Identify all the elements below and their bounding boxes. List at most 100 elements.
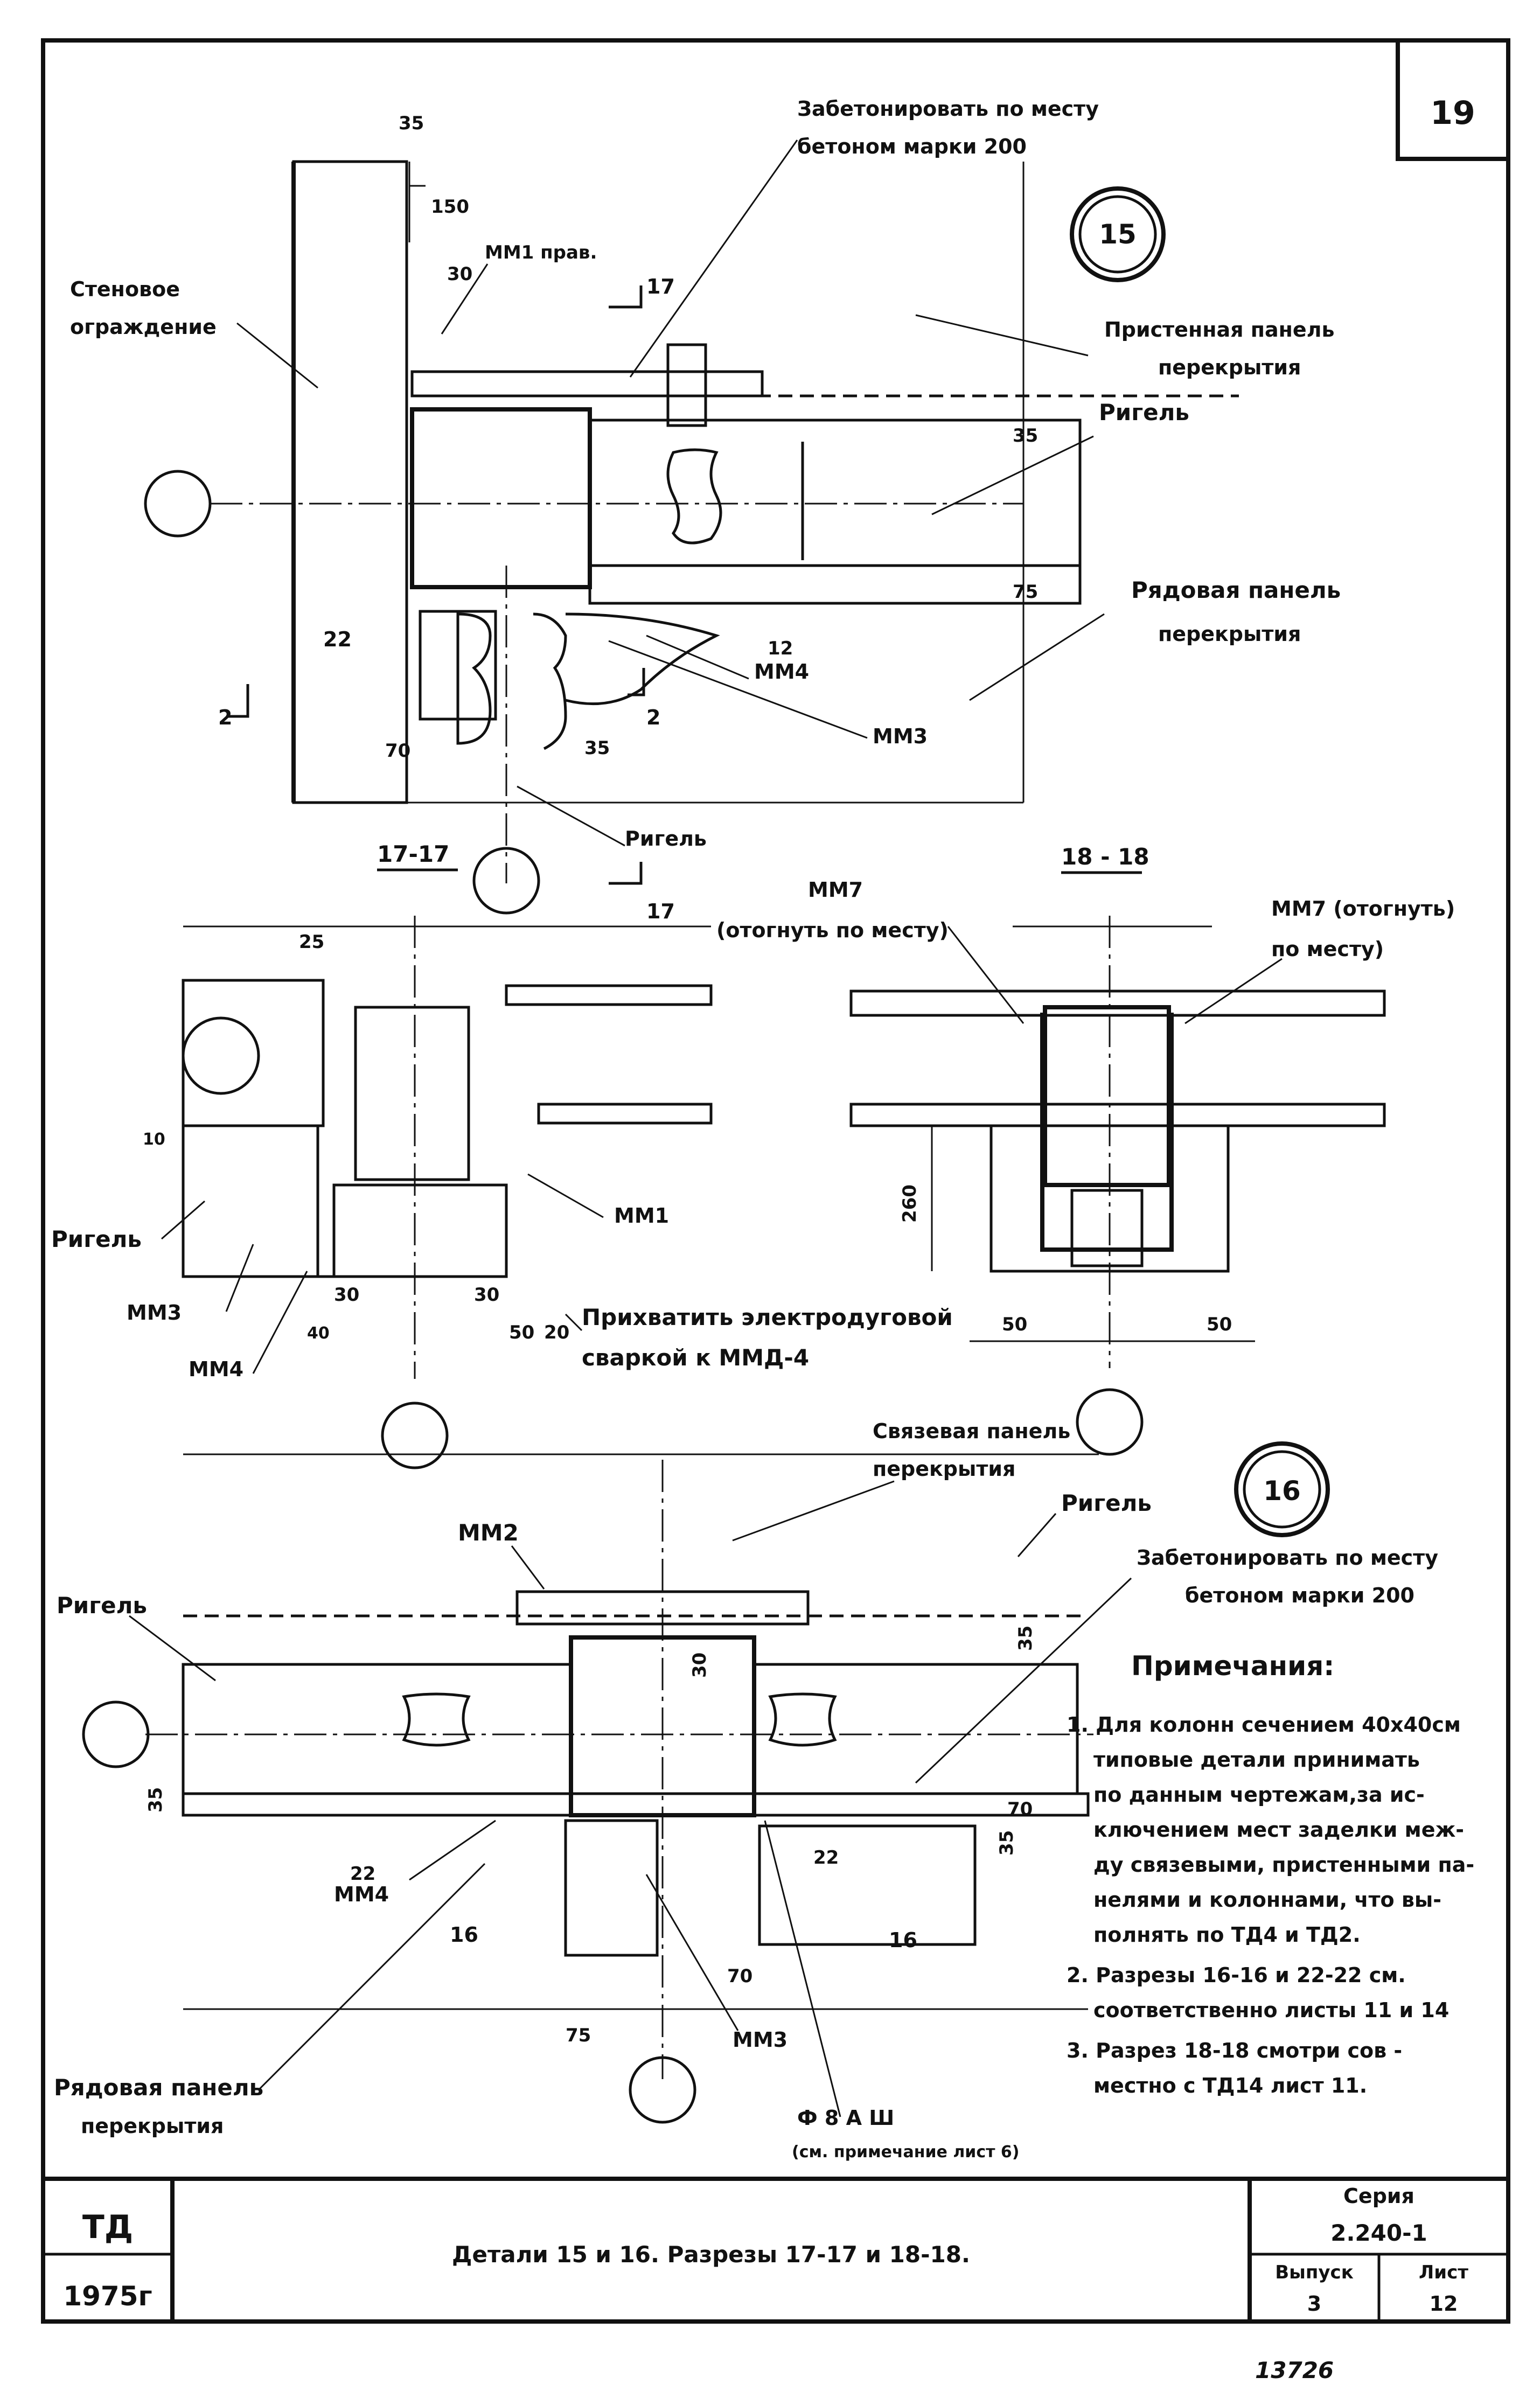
detail-16-number: 16 xyxy=(1263,1475,1301,1507)
axis-bubble-bottom xyxy=(472,847,540,915)
dim-22: 22 xyxy=(323,628,352,651)
note-line-7: полнять по ТД4 и ТД2. xyxy=(1093,1923,1361,1947)
dim-35c-16: 35 xyxy=(996,1830,1018,1856)
dim-30-16: 30 xyxy=(689,1653,710,1678)
rigel-beam xyxy=(588,419,1082,567)
label-rigel: Ригель xyxy=(1099,399,1189,426)
label-mm3: ММ3 xyxy=(873,724,928,748)
label-concrete-16-2: бетоном марки 200 xyxy=(1185,1584,1414,1607)
tb-series-label: Серия xyxy=(1343,2184,1414,2208)
sheet-number: 19 xyxy=(1430,94,1475,132)
handwritten-number: 13726 xyxy=(1255,2357,1334,2383)
note-line-3: по данным чертежам,за ис- xyxy=(1093,1783,1425,1807)
label-row-panel-16: Рядовая панель xyxy=(54,2074,263,2101)
rigel-left-16 xyxy=(182,1663,573,1795)
dim-30: 30 xyxy=(334,1284,359,1306)
detail-16-bubble xyxy=(1234,1441,1330,1537)
note-line-8: 2. Разрезы 16-16 и 22-22 см. xyxy=(1067,1963,1406,1987)
label-concrete: Забетонировать по месту xyxy=(797,97,1099,121)
mark-17: 17 xyxy=(646,275,675,298)
dim-75: 75 xyxy=(1013,581,1038,603)
top-slab-18 xyxy=(849,989,1386,1017)
section-17-17: 17-17 25 10 30 30 40 50 20 Ригель ММ3 ММ… xyxy=(51,841,953,1469)
label-mm3-17: ММ3 xyxy=(127,1301,182,1325)
label-rebar-note: (см. примечание лист 6) xyxy=(792,2143,1020,2162)
label-concrete-16: Забетонировать по месту xyxy=(1137,1546,1438,1570)
label-concrete-2: бетоном марки 200 xyxy=(797,135,1027,158)
label-mm4-17: ММ4 xyxy=(189,1357,243,1381)
label-mm1-prav: ММ1 прав. xyxy=(485,242,597,263)
dim-22b-16: 22 xyxy=(813,1847,839,1869)
section-18-title: 18 - 18 xyxy=(1061,844,1149,870)
label-row-panel-16-2: перекрытия xyxy=(81,2114,224,2138)
label-rigel-17: Ригель xyxy=(51,1226,142,1252)
label-mm4-16: ММ4 xyxy=(334,1883,389,1906)
section-18-18: 18 - 18 ММ7 (отогнуть по месту) ММ7 (ото… xyxy=(716,844,1455,1456)
tb-sheet-label: Лист xyxy=(1419,2262,1468,2283)
axis-bubble-16-bottom xyxy=(629,2056,696,2124)
dim-30b: 30 xyxy=(474,1284,499,1306)
label-row-panel-2: перекрытия xyxy=(1158,622,1301,646)
tb-code: ТД xyxy=(82,2208,133,2246)
tb-issue-value: 3 xyxy=(1307,2292,1321,2316)
dim-50: 50 xyxy=(509,1322,534,1343)
dim-70b-16: 70 xyxy=(727,1965,752,1987)
dim-35b-16: 35 xyxy=(145,1787,166,1813)
mid-slab-18 xyxy=(849,1103,1386,1127)
label-mm7: ММ7 xyxy=(808,878,863,902)
dim-70: 70 xyxy=(385,740,410,762)
detail-15-bubble xyxy=(1070,186,1166,282)
label-rigel-left-16: Ригель xyxy=(57,1592,147,1619)
label-wall-panel-2: перекрытия xyxy=(1158,355,1301,379)
slab-void xyxy=(182,1016,260,1095)
axis-bubble-left xyxy=(144,470,212,538)
label-link-panel-2: перекрытия xyxy=(873,1457,1015,1481)
dim-35c: 35 xyxy=(584,737,610,759)
label-rigel-top-16: Ригель xyxy=(1061,1490,1152,1516)
sheet-frame xyxy=(41,38,1510,2324)
notes-title: Примечания: xyxy=(1131,1650,1334,1682)
label-rigel-bottom: Ригель xyxy=(625,827,707,851)
wall-slab-16 xyxy=(758,1824,977,1946)
dim-150: 150 xyxy=(431,196,469,218)
dim-70-16: 70 xyxy=(1007,1798,1033,1820)
label-link-panel: Связевая панель xyxy=(873,1419,1070,1443)
detail-15-number: 15 xyxy=(1099,219,1137,250)
mm3-embed-16 xyxy=(564,1819,659,1957)
note-line-10: 3. Разрез 18-18 смотри сов - xyxy=(1067,2039,1402,2062)
axis-bubble-17 xyxy=(381,1402,449,1469)
column-section xyxy=(410,407,592,589)
dim-75-16: 75 xyxy=(566,2025,591,2046)
rigel-profile xyxy=(666,448,722,545)
label-wall-panel: Пристенная панель xyxy=(1104,318,1335,341)
top-slab-17 xyxy=(505,984,713,1006)
wall-fill xyxy=(292,160,408,804)
label-rebar: Ф 8 А Ш xyxy=(797,2106,894,2130)
label-mm1-17: ММ1 xyxy=(614,1204,669,1228)
mark-2: 2 xyxy=(218,706,232,729)
label-row-panel: Рядовая панель xyxy=(1131,577,1341,603)
row-panel xyxy=(588,564,1082,605)
note-line-6: нелями и колоннами, что вы- xyxy=(1093,1888,1441,1912)
notes: Примечания: 1. Для колонн сечением 40х40… xyxy=(1067,1650,1474,2097)
dim-50b-18: 50 xyxy=(1207,1314,1232,1335)
label-mm7-right-2: по месту) xyxy=(1271,937,1384,961)
mid-slab-17 xyxy=(537,1103,713,1125)
mark-2b: 2 xyxy=(646,706,660,729)
label-mm7-right: ММ7 (отогнуть) xyxy=(1271,897,1455,921)
note-line-2: типовые детали принимать xyxy=(1093,1748,1420,1772)
dim-50-18: 50 xyxy=(1002,1314,1027,1335)
tb-sheet-value: 12 xyxy=(1430,2292,1458,2316)
note-line-11: местно с ТД14 лист 11. xyxy=(1093,2074,1367,2097)
note-line-1: 1. Для колонн сечением 40х40см xyxy=(1067,1713,1461,1737)
note-line-9: соответственно листы 11 и 14 xyxy=(1093,1998,1449,2022)
dim-35: 35 xyxy=(399,113,424,134)
column-17 xyxy=(354,1006,470,1181)
rigel-17 xyxy=(332,1183,508,1278)
dim-30: 30 xyxy=(447,263,472,285)
tb-series-value: 2.240-1 xyxy=(1330,2220,1427,2246)
rigel-section xyxy=(182,1124,319,1278)
dim-260: 260 xyxy=(899,1184,921,1223)
mark-17b: 17 xyxy=(646,900,675,923)
